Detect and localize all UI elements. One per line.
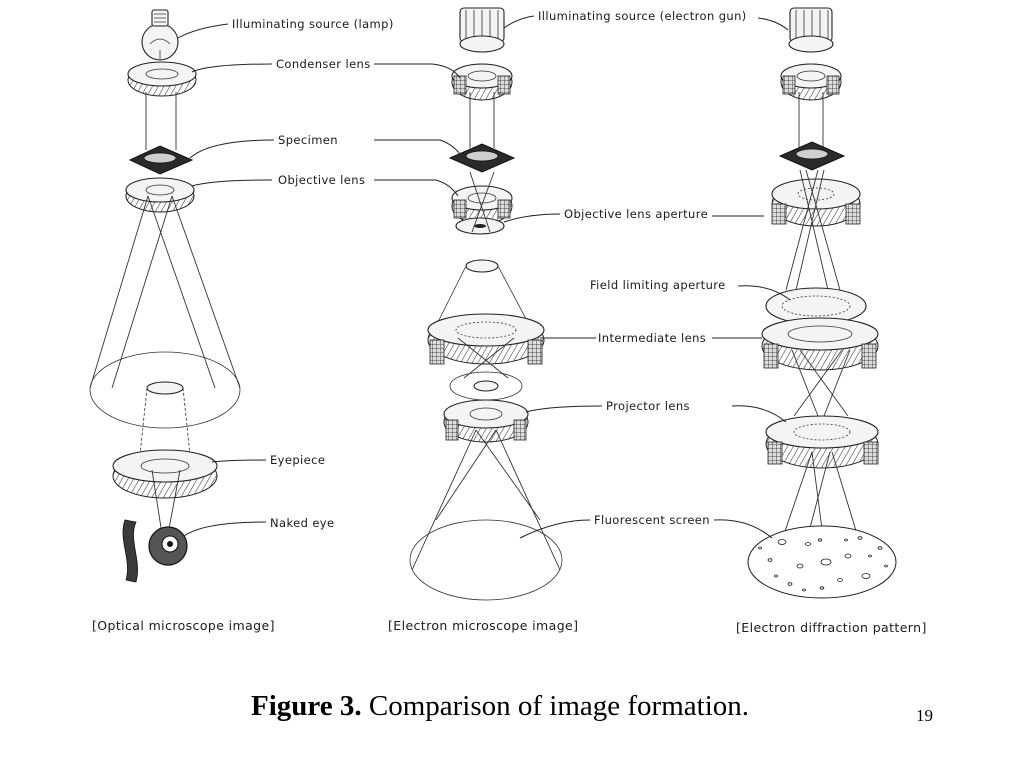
diff-beam [798, 92, 824, 148]
diffraction-pattern-screen [747, 525, 897, 599]
em-intermediate-lens-icon [427, 313, 545, 365]
condenser-beam [145, 92, 177, 150]
leader-projector-lens [525, 405, 603, 413]
page-number: 19 [916, 706, 933, 725]
naked-eye-icon [122, 519, 188, 583]
em-intermediate-rays [457, 337, 515, 379]
label-intermediate-lens: Intermediate lens [598, 331, 706, 345]
electron-microscope-column: Illuminating source (electron gun) Objec… [374, 7, 747, 633]
diff-projection-rays [781, 451, 869, 571]
eyepiece-cone [139, 381, 191, 456]
leader-fluorescent-screen [519, 519, 591, 539]
label-projector-lens: Projector lens [606, 399, 690, 413]
label-naked-eye: Naked eye [270, 516, 335, 530]
figure-caption: Figure 3. Comparison of image formation. [0, 690, 1000, 723]
eyepiece-rays [151, 469, 181, 535]
electron-gun-icon [459, 7, 505, 53]
diff-condenser-lens-icon [780, 63, 842, 101]
electron-diffraction-column: [Electron diffraction pattern] [712, 7, 927, 635]
leader-diff-screen [713, 519, 773, 539]
condenser-lens-icon [127, 61, 197, 97]
optical-microscope-column: Illuminating source (lamp) Condenser len… [89, 9, 394, 633]
leader-objective [191, 179, 273, 187]
leader-field-aperture [737, 285, 791, 301]
leader-eye [183, 521, 267, 537]
em-objective-aperture-icon [455, 217, 505, 235]
figure-title: Comparison of image formation. [361, 690, 750, 722]
em-objective-rays [469, 171, 495, 233]
objective-rays [89, 195, 241, 389]
caption-optical-microscope: [Optical microscope image] [92, 618, 275, 633]
label-illuminating-source-lamp: Illuminating source (lamp) [232, 17, 394, 31]
diff-objective-rays [785, 169, 841, 291]
label-field-limiting-aperture: Field limiting aperture [590, 278, 726, 292]
em-specimen-stage-icon [448, 143, 516, 173]
leader-eyepiece [211, 459, 267, 463]
em-condenser-lens-icon [451, 63, 513, 101]
diff-specimen-stage-icon [778, 141, 846, 171]
diff-projector-lens-icon [765, 415, 879, 469]
leader-em-specimen [374, 139, 461, 155]
lamp-icon [141, 9, 179, 61]
caption-electron-diffraction: [Electron diffraction pattern] [736, 620, 927, 635]
diff-intermediate-lens-icon [761, 317, 879, 371]
label-objective-lens: Objective lens [278, 173, 365, 187]
leader-lamp [177, 23, 229, 39]
leader-specimen [189, 139, 275, 159]
label-objective-lens-aperture: Objective lens aperture [564, 207, 708, 221]
eyepiece-lens-icon [112, 449, 218, 499]
label-specimen: Specimen [278, 133, 338, 147]
label-illuminating-source-electron-gun: Illuminating source (electron gun) [538, 9, 747, 23]
em-projector-cone [449, 371, 523, 401]
leader-electron-gun [503, 15, 535, 29]
label-eyepiece: Eyepiece [270, 453, 325, 467]
em-projector-lens-icon [443, 399, 529, 443]
diff-intermediate-rays [791, 349, 851, 417]
diff-electron-gun-icon [788, 7, 834, 53]
leader-objective-aperture [503, 213, 561, 223]
leader-em-objective [374, 179, 459, 197]
em-fluorescent-screen [409, 519, 563, 601]
em-projection-rays [411, 429, 561, 571]
label-fluorescent-screen: Fluorescent screen [594, 513, 710, 527]
specimen-stage-icon [128, 145, 194, 175]
leader-diff-gun [757, 17, 789, 31]
leader-diff-projector [731, 405, 787, 423]
leader-em-condenser [374, 63, 461, 79]
objective-lens-icon [125, 177, 195, 213]
caption-electron-microscope: [Electron microscope image] [388, 618, 578, 633]
figure-label: Figure 3. [250, 690, 362, 722]
intermediate-image-disc [89, 351, 241, 429]
em-beam [469, 92, 495, 148]
leader-condenser [191, 63, 273, 73]
label-condenser-lens: Condenser lens [276, 57, 371, 71]
